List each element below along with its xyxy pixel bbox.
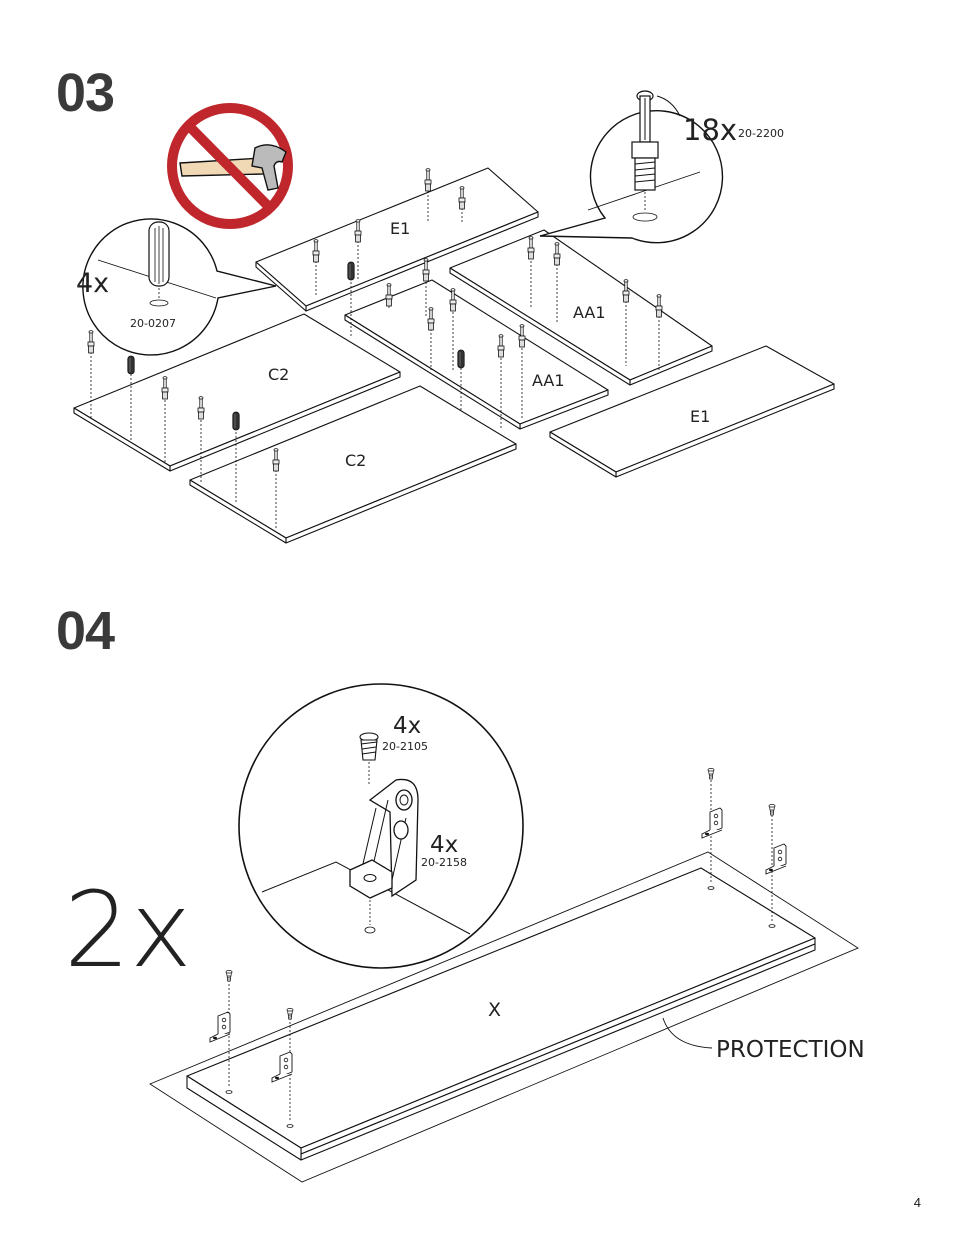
cam-qty: 18x [683, 113, 737, 147]
dowel-callout [82, 218, 277, 356]
dowel-qty: 4x [76, 268, 109, 299]
page-number: 4 [913, 1195, 921, 1210]
screw-qty: 4x [393, 713, 421, 739]
panel-label-e1-bottom: E1 [690, 407, 710, 426]
panel-label-e1-top: E1 [390, 219, 410, 238]
cam-bolt-icon [631, 90, 659, 191]
panel-label-aa1-mid: AA1 [532, 371, 565, 390]
bracket-part-number: 20-2158 [421, 856, 467, 869]
panel-label-c2-top: C2 [268, 365, 289, 384]
dowel-part-number: 20-0207 [130, 317, 176, 330]
l-bracket-icon [349, 778, 419, 899]
screw-icon [359, 732, 379, 761]
wooden-dowel-icon [148, 221, 170, 287]
step-04-multiplier: 2x [64, 869, 192, 991]
step-03-number: 03 [56, 63, 115, 123]
panel-label-aa1-right: AA1 [573, 303, 606, 322]
panel-label-c2-bottom: C2 [345, 451, 366, 470]
bracket-detail-callout [238, 683, 524, 969]
panel-x [186, 867, 816, 1161]
panel-label-x: X [488, 999, 501, 1021]
protection-sheet [149, 851, 859, 1183]
cam-callout [539, 90, 724, 244]
screw-part-number: 20-2105 [382, 740, 428, 753]
step-04-number: 04 [56, 601, 115, 661]
cam-part-number: 20-2200 [738, 127, 784, 140]
bracket-qty: 4x [430, 832, 458, 858]
protection-label: PROTECTION [716, 1037, 865, 1063]
no-hammer-icon [167, 103, 293, 229]
